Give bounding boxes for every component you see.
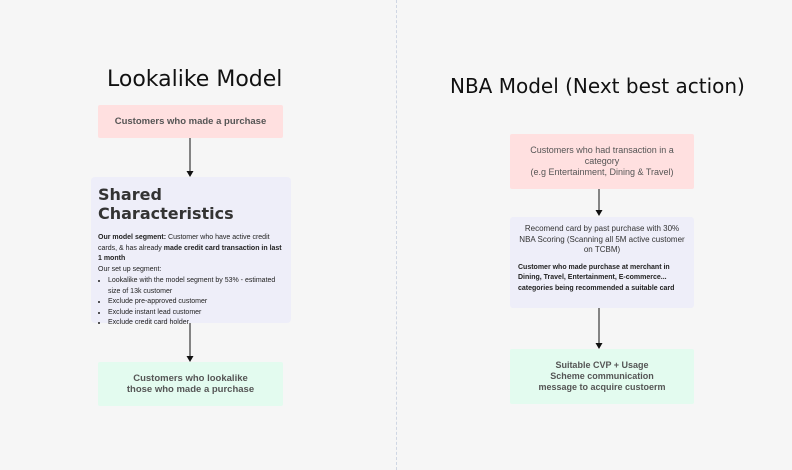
recommend-card-detail: Customer who made purchase at merchant i…: [518, 263, 675, 292]
shared-characteristics-heading: Shared Characteristics: [98, 185, 234, 223]
setup-item: Exclude pre-approved customer: [108, 297, 285, 308]
recommend-card-lead: Recomend card by past purchase with 30% …: [519, 224, 685, 254]
category-line-2: category: [584, 156, 620, 166]
category-line-1: Customers who had transaction in a: [530, 145, 674, 155]
model-segment-bold: made credit card transaction in last 1 m…: [98, 244, 282, 263]
lookalike-line-1: Customers who lookalike: [133, 373, 248, 384]
cvp-line-1: Suitable CVP + Usage: [555, 360, 649, 370]
recommend-card-box: Recomend card by past purchase with 30% …: [510, 217, 694, 308]
category-line-3: (e.g Entertainment, Dining & Travel): [530, 167, 674, 177]
lookalike-model-title: Lookalike Model: [107, 67, 283, 92]
arrow-right-1: [595, 189, 603, 216]
center-divider: [396, 0, 397, 470]
cvp-line-2: Scheme communication: [550, 371, 654, 381]
setup-segment-label: Our set up segment:: [98, 265, 162, 273]
arrow-right-2: [595, 308, 603, 349]
setup-segment-list: Lookalike with the model segment by 53% …: [98, 276, 285, 329]
category-transaction-box: Customers who had transaction in a categ…: [510, 134, 694, 189]
arrow-left-2: [186, 323, 194, 362]
cvp-line-3: message to acquire custoerm: [538, 382, 666, 392]
setup-item: Lookalike with the model segment by 53% …: [108, 276, 285, 297]
cvp-usage-box: Suitable CVP + Usage Scheme communicatio…: [510, 349, 694, 404]
setup-item: Exclude instant lead customer: [108, 308, 285, 319]
arrow-left-1: [186, 138, 194, 177]
shared-characteristics-card: Shared Characteristics Our model segment…: [91, 177, 291, 326]
setup-item: Exclude credit card holder: [108, 318, 285, 329]
lookalike-line-2: those who made a purchase: [126, 384, 255, 395]
model-segment-text: Our model segment: Customer who have act…: [98, 233, 285, 265]
purchasers-label: Customers who made a purchase: [114, 116, 267, 127]
model-segment-body: Customer who have active credit cards, &…: [98, 234, 270, 252]
nba-model-title: NBA Model (Next best action): [450, 74, 745, 98]
purchasers-box: Customers who made a purchase: [98, 105, 283, 138]
model-segment-label: Our model segment:: [98, 234, 167, 241]
lookalike-customers-box: Customers who lookalike those who made a…: [98, 362, 283, 406]
